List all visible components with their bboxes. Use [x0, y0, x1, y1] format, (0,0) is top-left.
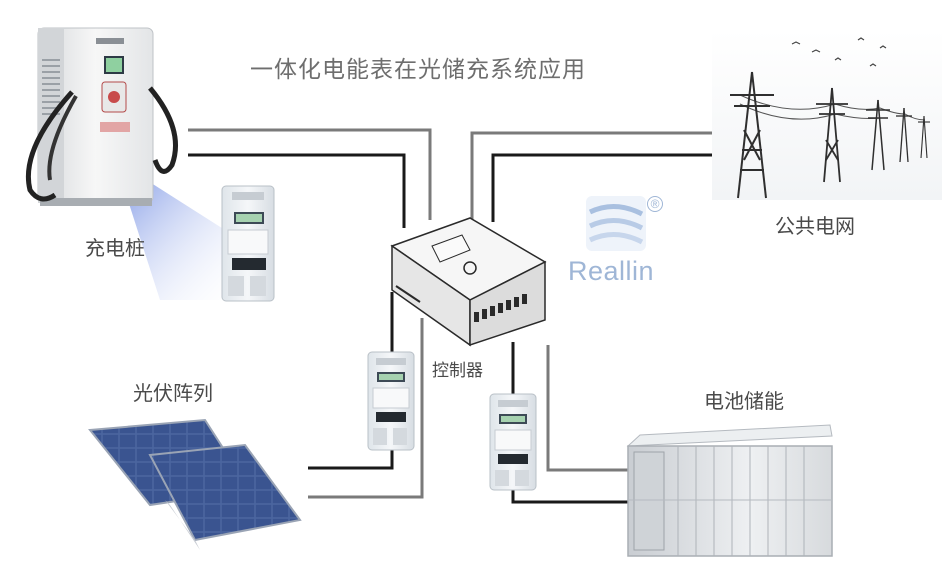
diagram-title: 一体化电能表在光储充系统应用	[250, 57, 586, 83]
label-battery-storage: 电池储能	[704, 389, 784, 413]
label-charging-pile: 充电桩	[85, 236, 145, 260]
meter-battery	[489, 393, 537, 491]
wire-pv-black-2	[308, 450, 394, 470]
meter-top	[221, 185, 275, 302]
wires	[188, 128, 720, 504]
controller-box-icon	[390, 217, 547, 347]
wire-battery-black-2	[511, 490, 634, 504]
label-controller: 控制器	[432, 361, 483, 381]
brand-registered-mark: ®	[647, 196, 663, 212]
battery-container-icon	[626, 424, 833, 557]
wire-pile-black	[188, 153, 406, 228]
wire-pile-gray	[188, 128, 432, 220]
wire-battery-gray	[546, 345, 634, 472]
wire-pv-gray	[308, 318, 424, 499]
brand-name: Reallin	[568, 256, 655, 286]
label-pv-array: 光伏阵列	[133, 381, 213, 405]
label-public-grid: 公共电网	[775, 214, 855, 238]
solar-panel-icon	[88, 418, 302, 550]
wire-grid-gray	[470, 131, 720, 222]
meter-pv	[367, 351, 415, 451]
ev-charging-station-icon	[25, 27, 250, 300]
wire-grid-black	[491, 153, 720, 222]
reallin-logo-icon	[586, 196, 646, 251]
power-transmission-tower-icon	[712, 30, 942, 200]
